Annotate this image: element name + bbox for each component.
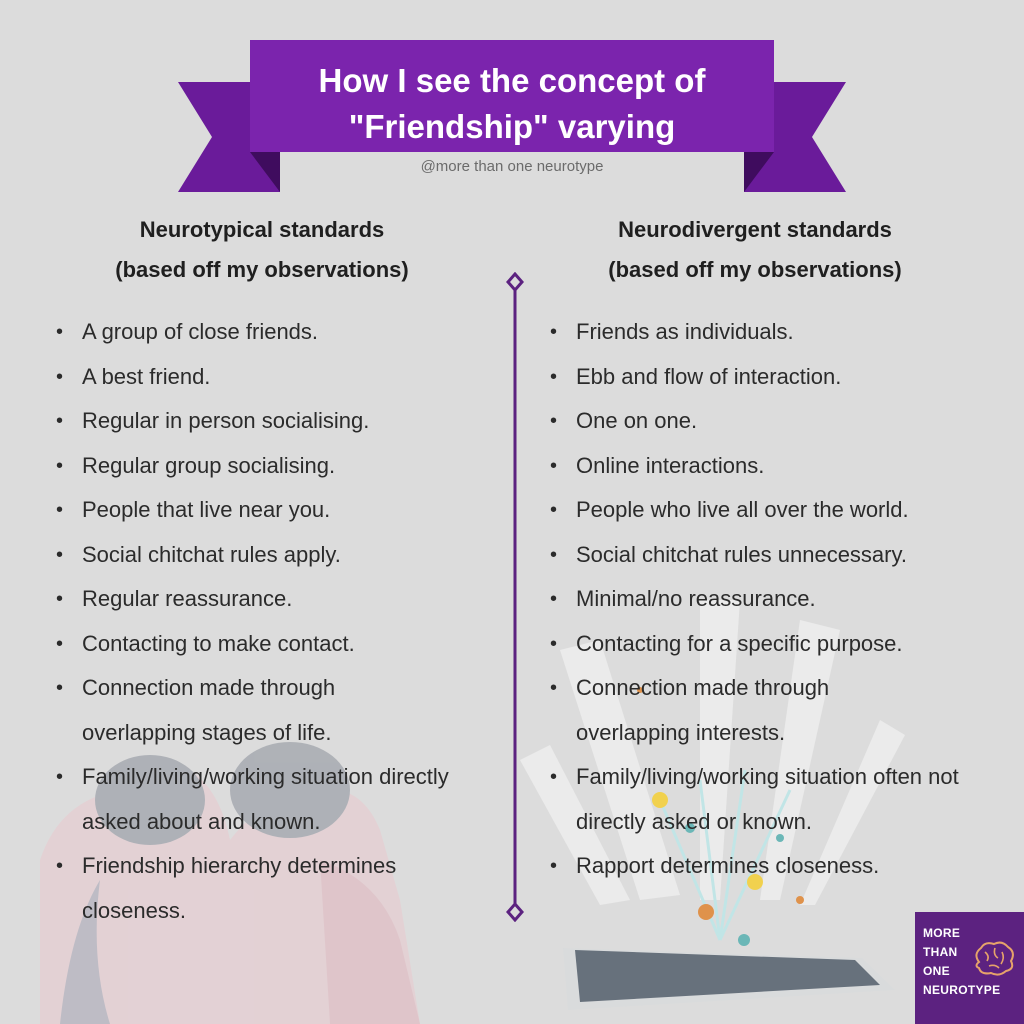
list-item: •Family/living/working situation directl… — [56, 764, 449, 834]
list-item: •Regular in person socialising. — [56, 408, 370, 433]
list-item: •Regular reassurance. — [56, 586, 293, 611]
list-item: •A best friend. — [56, 363, 211, 389]
list-item: •Friends as individuals. — [550, 319, 794, 344]
right-title-line1: Neurodivergent standards — [618, 217, 892, 242]
list-item: • A group of close friends. — [56, 319, 319, 344]
banner-subtitle: @more than one neurotype — [420, 158, 604, 175]
banner-title-line2: "Friendship" varying — [348, 108, 676, 145]
list-item: •Social chitchat rules apply. — [56, 541, 341, 567]
banner-title-line1: How I see the concept of — [318, 62, 706, 99]
phone-illustration — [520, 600, 905, 1010]
logo-text: MORE THAN ONE NEUROTYPE — [923, 926, 1001, 997]
list-item: •One on one. — [550, 408, 698, 433]
list-item: •Rapport determines closeness. — [550, 853, 880, 878]
list-item: •Contacting to make contact. — [56, 630, 355, 656]
right-column-title: Neurodivergent standards (based off my o… — [525, 210, 985, 290]
right-title-line2: (based off my observations) — [608, 257, 902, 282]
title-banner — [178, 40, 846, 192]
list-item: •Minimal/no reassurance. — [550, 586, 816, 611]
neurotypical-list: • A group of close friends. •A best frie… — [56, 310, 496, 933]
list-item: •People who live all over the world. — [550, 497, 909, 522]
list-item: •Social chitchat rules unnecessary. — [550, 541, 907, 567]
list-item: •Friendship hierarchy determines closene… — [56, 853, 397, 923]
list-item: •Connection made through overlapping sta… — [56, 675, 336, 745]
brain-icon — [975, 941, 1014, 976]
list-item: •Online interactions. — [550, 452, 765, 478]
list-item: •Regular group socialising. — [56, 452, 336, 478]
list-item: •People that live near you. — [56, 497, 331, 522]
left-title-line1: Neurotypical standards — [139, 217, 385, 242]
friends-hug-illustration — [40, 742, 420, 1024]
list-item: •Ebb and flow of interaction. — [550, 363, 842, 389]
left-column-title: Neurotypical standards (based off my obs… — [32, 210, 492, 290]
banner-title: How I see the concept of "Friendship" va… — [250, 58, 774, 150]
list-item: • Connection made through overlapping in… — [550, 675, 830, 745]
left-title-line2: (based off my observations) — [115, 257, 409, 282]
column-divider — [506, 272, 524, 922]
list-item: •Contacting for a specific purpose. — [550, 630, 903, 656]
neurodivergent-list: •Friends as individuals. •Ebb and flow o… — [550, 310, 1020, 889]
brand-logo: MORE THAN ONE NEUROTYPE — [915, 912, 1024, 1024]
list-item: • Family/living/working situation often … — [550, 764, 959, 834]
